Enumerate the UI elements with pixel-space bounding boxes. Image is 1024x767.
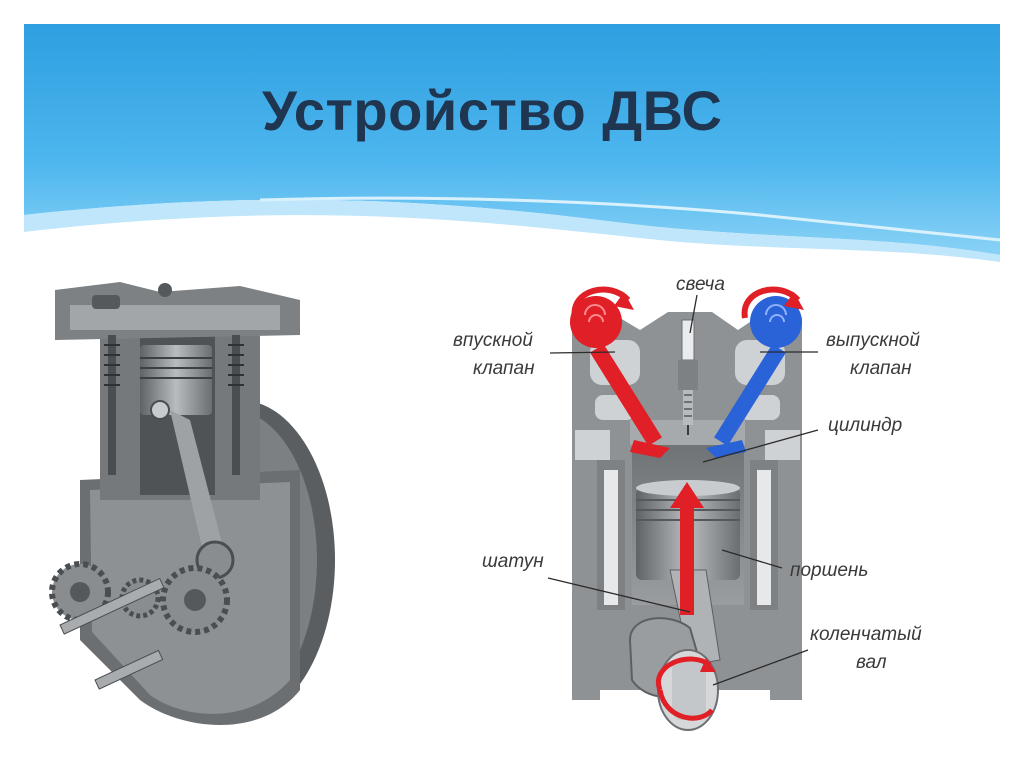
label-intake-valve-line1: впускной <box>453 330 533 351</box>
right-valve-rod <box>232 335 240 475</box>
intake-valve <box>570 296 670 458</box>
leader-lines <box>547 294 819 686</box>
slide-title: Устройство ДВС <box>262 79 723 142</box>
label-exhaust-valve-line2: клапан <box>850 358 912 379</box>
label-piston: поршень <box>790 560 868 581</box>
label-crankshaft-line2: вал <box>856 652 887 673</box>
left-piston <box>140 345 212 415</box>
label-intake-valve-line2: клапан <box>473 358 535 379</box>
crank-rotation-arrow <box>655 656 712 691</box>
right-engine-schematic: свеча впускной клапан выпускной клапан ц… <box>453 274 922 731</box>
left-engine-illustration <box>49 282 335 725</box>
label-exhaust-valve-line1: выпускной <box>826 330 920 351</box>
spark-plug <box>678 319 698 435</box>
label-crankshaft-line1: коленчатый <box>810 624 922 645</box>
piston-motion-arrow <box>670 482 704 615</box>
exhaust-valve <box>706 296 802 458</box>
left-connecting-rod <box>170 410 225 560</box>
left-valve-rod <box>108 335 116 475</box>
header-banner <box>24 24 1001 262</box>
label-cylinder: цилиндр <box>828 415 902 436</box>
label-spark-plug: свеча <box>676 274 725 295</box>
label-connecting-rod: шатун <box>482 551 544 572</box>
